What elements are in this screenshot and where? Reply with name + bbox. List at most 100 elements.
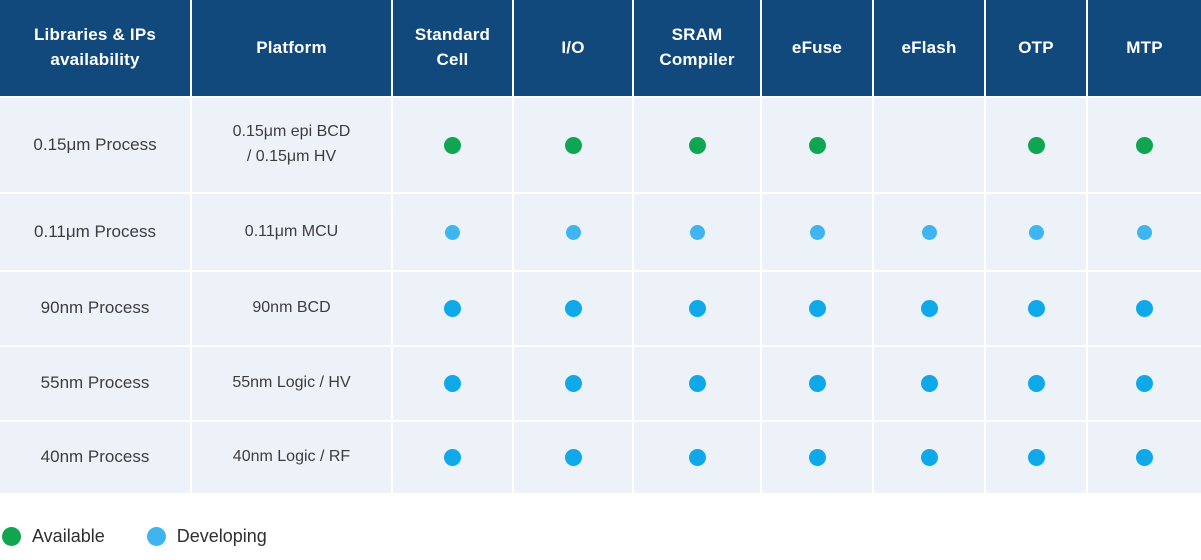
process-cell: 55nm Process — [0, 347, 190, 420]
available-dot-icon — [444, 136, 461, 154]
developing-dot-icon — [921, 224, 937, 240]
legend-item-developing: Developing — [146, 526, 267, 547]
status-cell-standard-cell — [393, 347, 512, 420]
column-header-sram-compiler: SRAM Compiler — [634, 0, 760, 96]
status-cell-standard-cell — [393, 422, 512, 493]
legend-label: Developing — [176, 526, 267, 546]
platform-cell: 40nm Logic / RF — [192, 422, 391, 493]
status-cell-mtp — [1088, 272, 1201, 345]
platform-cell: 90nm BCD — [192, 272, 391, 345]
column-header-libraries-ips-availability: Libraries & IPs availability — [0, 0, 190, 96]
status-cell-otp — [986, 98, 1086, 192]
developing-dot-icon — [1136, 375, 1153, 392]
status-cell-io — [514, 422, 632, 493]
status-cell-sram-compiler — [634, 272, 760, 345]
status-cell-efuse — [762, 347, 872, 420]
legend-label: Available — [32, 526, 105, 546]
process-cell: 0.15μm Process — [0, 98, 190, 192]
developing-dot-icon — [920, 300, 938, 317]
status-cell-otp — [986, 347, 1086, 420]
developing-dot-icon — [444, 449, 461, 466]
process-cell: 40nm Process — [0, 422, 190, 493]
column-header-platform: Platform — [192, 0, 391, 96]
column-header-otp: OTP — [986, 0, 1086, 96]
status-cell-eflash — [874, 422, 984, 493]
developing-dot-icon — [1136, 300, 1153, 317]
available-dot-icon — [2, 527, 21, 546]
available-dot-icon — [808, 136, 826, 154]
developing-dot-icon — [689, 224, 705, 240]
status-cell-eflash — [874, 347, 984, 420]
developing-dot-icon — [564, 300, 582, 317]
status-cell-sram-compiler — [634, 347, 760, 420]
status-cell-io — [514, 98, 632, 192]
status-cell-standard-cell — [393, 272, 512, 345]
column-header-eflash: eFlash — [874, 0, 984, 96]
status-cell-efuse — [762, 98, 872, 192]
process-cell: 90nm Process — [0, 272, 190, 345]
available-dot-icon — [564, 136, 582, 154]
available-dot-icon — [688, 136, 706, 154]
status-cell-eflash — [874, 272, 984, 345]
developing-dot-icon — [1027, 449, 1045, 466]
status-cell-sram-compiler — [634, 422, 760, 493]
status-cell-efuse — [762, 194, 872, 270]
developing-dot-icon — [564, 449, 582, 466]
available-dot-icon — [1027, 136, 1045, 154]
status-cell-io — [514, 194, 632, 270]
status-cell-eflash — [874, 98, 984, 192]
developing-dot-icon — [1028, 224, 1044, 240]
developing-dot-icon — [688, 449, 706, 466]
column-header-efuse: eFuse — [762, 0, 872, 96]
platform-cell: 55nm Logic / HV — [192, 347, 391, 420]
developing-dot-icon — [1027, 300, 1045, 317]
status-cell-io — [514, 347, 632, 420]
developing-dot-icon — [565, 224, 581, 240]
platform-cell: 0.15μm epi BCD / 0.15μm HV — [192, 98, 391, 192]
legend-item-available: Available — [2, 526, 105, 547]
developing-dot-icon — [564, 375, 582, 392]
status-cell-mtp — [1088, 422, 1201, 493]
column-header-standard-cell: Standard Cell — [393, 0, 512, 96]
status-cell-standard-cell — [393, 194, 512, 270]
status-cell-sram-compiler — [634, 98, 760, 192]
developing-dot-icon — [146, 527, 166, 546]
status-cell-mtp — [1088, 98, 1201, 192]
status-cell-mtp — [1088, 194, 1201, 270]
status-cell-otp — [986, 272, 1086, 345]
developing-dot-icon — [1137, 224, 1152, 240]
developing-dot-icon — [688, 300, 706, 317]
legend: Available Developing — [0, 526, 1201, 547]
status-cell-otp — [986, 194, 1086, 270]
status-cell-standard-cell — [393, 98, 512, 192]
platform-cell: 0.11μm MCU — [192, 194, 391, 270]
status-cell-efuse — [762, 422, 872, 493]
status-cell-io — [514, 272, 632, 345]
developing-dot-icon — [444, 300, 461, 317]
developing-dot-icon — [445, 224, 460, 240]
developing-dot-icon — [1027, 375, 1045, 392]
developing-dot-icon — [808, 300, 826, 317]
process-cell: 0.11μm Process — [0, 194, 190, 270]
status-cell-mtp — [1088, 347, 1201, 420]
developing-dot-icon — [920, 375, 938, 392]
developing-dot-icon — [1136, 449, 1153, 466]
column-header-mtp: MTP — [1088, 0, 1201, 96]
status-cell-sram-compiler — [634, 194, 760, 270]
developing-dot-icon — [808, 375, 826, 392]
developing-dot-icon — [808, 449, 826, 466]
status-cell-otp — [986, 422, 1086, 493]
developing-dot-icon — [688, 375, 706, 392]
status-cell-efuse — [762, 272, 872, 345]
developing-dot-icon — [809, 224, 825, 240]
available-dot-icon — [1136, 136, 1153, 154]
column-header-io: I/O — [514, 0, 632, 96]
